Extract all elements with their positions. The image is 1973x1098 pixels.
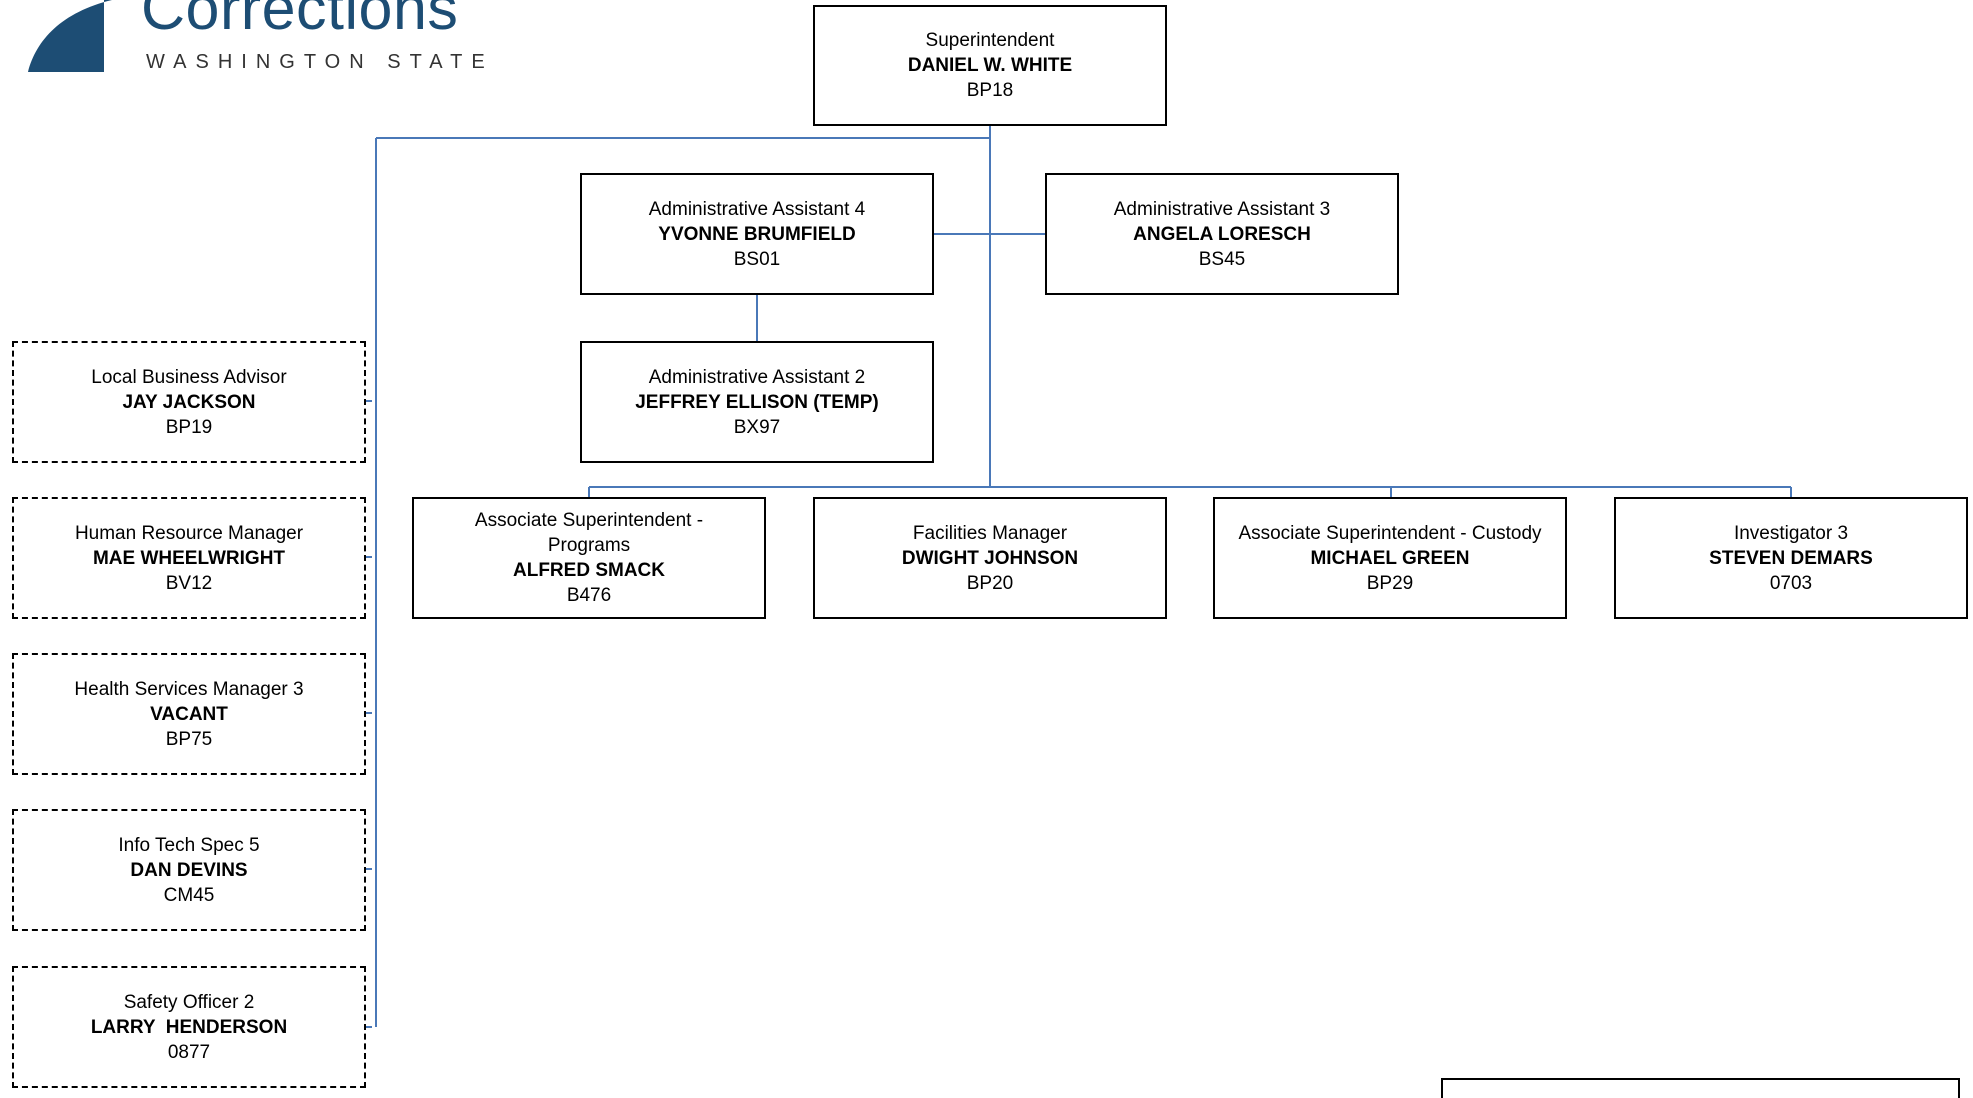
position-code: BS01 <box>733 248 781 270</box>
person-name: ALFRED SMACK <box>513 560 665 581</box>
org-box-administrative-assistant-3: Administrative Assistant 3 ANGELA LORESC… <box>1045 173 1399 295</box>
position-code: BP18 <box>966 80 1014 101</box>
position-title: Administrative Assistant 2 <box>648 366 866 388</box>
position-code: BX97 <box>733 416 781 438</box>
position-code: BP19 <box>165 416 213 438</box>
position-code: BP75 <box>165 728 213 750</box>
position-title: Investigator 3 <box>1733 522 1849 544</box>
org-box-administrative-assistant-2: Administrative Assistant 2 JEFFREY ELLIS… <box>580 341 934 463</box>
person-name: VACANT <box>150 703 228 725</box>
org-box-administrative-assistant-4: Administrative Assistant 4 YVONNE BRUMFI… <box>580 173 934 295</box>
position-title: Administrative Assistant 3 <box>1113 198 1331 220</box>
org-box-investigator-3: Investigator 3 STEVEN DEMARS 0703 <box>1614 497 1968 619</box>
position-code: CM45 <box>163 884 215 906</box>
position-title: Human Resource Manager <box>74 522 304 544</box>
position-code: BP29 <box>1366 572 1414 594</box>
position-code: BS45 <box>1198 248 1246 270</box>
person-name: JAY JACKSON <box>122 391 256 413</box>
logo-subtitle: WASHINGTON STATE <box>146 51 494 73</box>
person-name: YVONNE BRUMFIELD <box>658 223 856 245</box>
person-name: STEVEN DEMARS <box>1709 547 1873 569</box>
org-box-health-services-manager-3: Health Services Manager 3 VACANT BP75 <box>12 653 366 775</box>
partial-box-frame <box>1441 1078 1960 1098</box>
org-box-info-tech-spec-5: Info Tech Spec 5 DAN DEVINS CM45 <box>12 809 366 931</box>
person-name: DANIEL W. WHITE <box>907 55 1073 76</box>
position-title: Associate Superintendent - Custody <box>1238 522 1542 544</box>
person-name: DAN DEVINS <box>130 859 248 881</box>
agency-logo: Corrections WASHINGTON STATE <box>0 0 540 80</box>
position-code: 0877 <box>167 1041 211 1063</box>
person-name: MICHAEL GREEN <box>1310 547 1470 569</box>
position-title: Superintendent <box>925 30 1055 51</box>
logo-mark-icon <box>28 0 112 72</box>
position-code: B476 <box>566 585 612 606</box>
position-code: 0703 <box>1769 572 1813 594</box>
org-box-human-resource-manager: Human Resource Manager MAE WHEELWRIGHT B… <box>12 497 366 619</box>
position-title: Info Tech Spec 5 <box>118 834 260 856</box>
org-box-superintendent: Superintendent DANIEL W. WHITE BP18 <box>813 5 1167 126</box>
org-box-associate-superintendent-programs: Associate Superintendent - Programs ALFR… <box>412 497 766 619</box>
position-title: Associate Superintendent - Programs <box>474 510 704 556</box>
person-name: LARRY HENDERSON <box>90 1016 288 1038</box>
person-name: JEFFREY ELLISON (TEMP) <box>635 391 879 413</box>
position-code: BP20 <box>966 572 1014 594</box>
position-title: Facilities Manager <box>912 522 1068 544</box>
org-box-associate-superintendent-custody: Associate Superintendent - Custody MICHA… <box>1213 497 1567 619</box>
position-title: Safety Officer 2 <box>123 991 255 1013</box>
position-title: Administrative Assistant 4 <box>648 198 866 220</box>
org-box-facilities-manager: Facilities Manager DWIGHT JOHNSON BP20 <box>813 497 1167 619</box>
logo-wordmark: Corrections <box>141 0 459 42</box>
person-name: ANGELA LORESCH <box>1133 223 1311 245</box>
org-box-safety-officer-2: Safety Officer 2 LARRY HENDERSON 0877 <box>12 966 366 1088</box>
person-name: MAE WHEELWRIGHT <box>92 547 286 569</box>
position-title: Local Business Advisor <box>91 366 287 388</box>
org-box-local-business-advisor: Local Business Advisor JAY JACKSON BP19 <box>12 341 366 463</box>
position-code: BV12 <box>165 572 213 594</box>
position-title: Health Services Manager 3 <box>74 678 304 700</box>
person-name: DWIGHT JOHNSON <box>901 547 1079 569</box>
